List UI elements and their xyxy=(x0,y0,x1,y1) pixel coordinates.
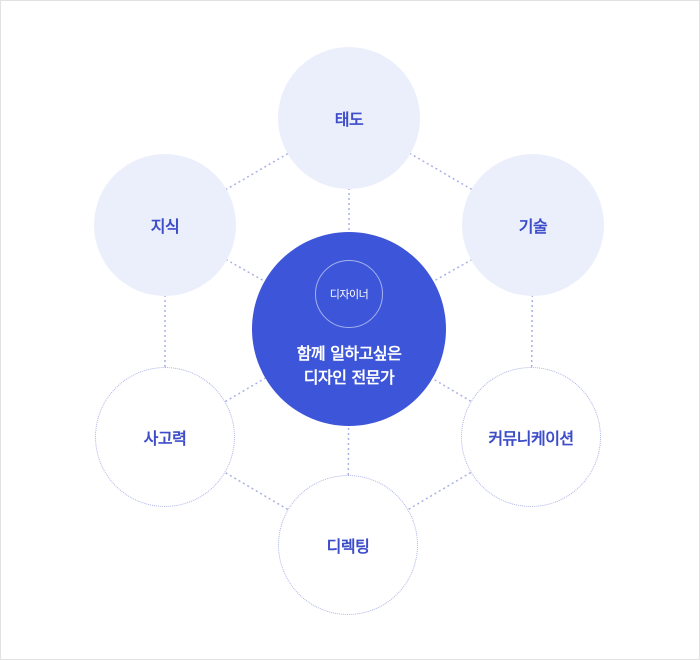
center-title-line1: 함께 일하고싶은 xyxy=(296,344,402,363)
node-thinking: 사고력 xyxy=(95,367,235,507)
center-badge: 디자이너 xyxy=(315,260,383,328)
node-thinking-label: 사고력 xyxy=(143,429,187,448)
center-title: 함께 일하고싶은 디자인 전문가 xyxy=(252,342,446,390)
node-directing-label: 디렉팅 xyxy=(326,537,370,556)
node-directing: 디렉팅 xyxy=(278,475,418,615)
node-skill: 기술 xyxy=(462,154,604,296)
node-attitude: 태도 xyxy=(278,47,420,189)
center-title-line2: 디자인 전문가 xyxy=(303,368,395,387)
node-knowledge-label: 지식 xyxy=(150,217,180,236)
node-skill-label: 기술 xyxy=(518,217,548,236)
node-communication: 커뮤니케이션 xyxy=(461,367,601,507)
node-knowledge: 지식 xyxy=(94,154,236,296)
node-communication-label: 커뮤니케이션 xyxy=(488,429,574,448)
center-badge-label: 디자이너 xyxy=(329,288,369,301)
node-attitude-label: 태도 xyxy=(334,110,364,129)
